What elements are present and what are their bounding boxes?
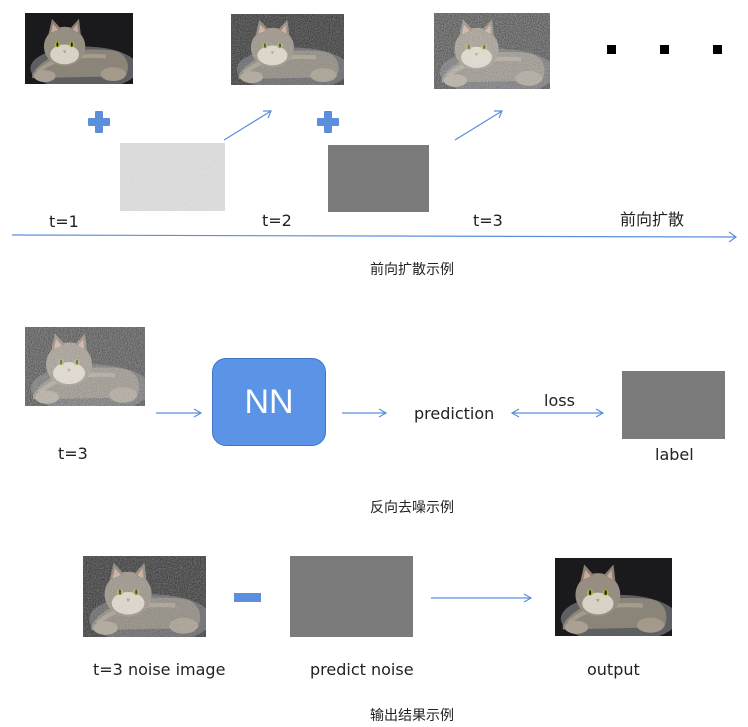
target-label: label [655,445,694,464]
forward-arrows [11,110,738,243]
output-image [555,558,672,636]
ellipsis-dot [660,45,669,54]
noise-sample-gray [328,145,429,212]
noise-image-label: t=3 noise image [93,660,226,679]
prediction-label: prediction [414,404,495,423]
ellipsis-dot [607,45,616,54]
loss-label: loss [544,391,575,410]
reverse-arrows [156,408,605,418]
plus-icon [88,111,110,133]
output-caption: 输出结果示例 [370,708,454,724]
label-noise-target [622,371,725,439]
reverse-input-label: t=3 [58,444,88,463]
forward-caption: 前向扩散示例 [370,262,454,278]
predicted-noise-image [290,556,413,637]
ellipsis-dot [713,45,722,54]
output-arrow [431,593,533,603]
forward-axis-label: 前向扩散 [620,210,685,229]
plus-icon [317,111,339,133]
step-label-t1: t=1 [49,212,79,231]
reverse-caption: 反向去噪示例 [370,500,454,516]
output-label: output [587,660,640,679]
minus-icon [234,593,261,602]
step-label-t3: t=3 [473,211,503,230]
step-label-t2: t=2 [262,211,292,230]
noise-sample-light [120,143,225,211]
nn-model-box: NN [212,358,326,446]
predict-noise-label: predict noise [310,660,414,679]
